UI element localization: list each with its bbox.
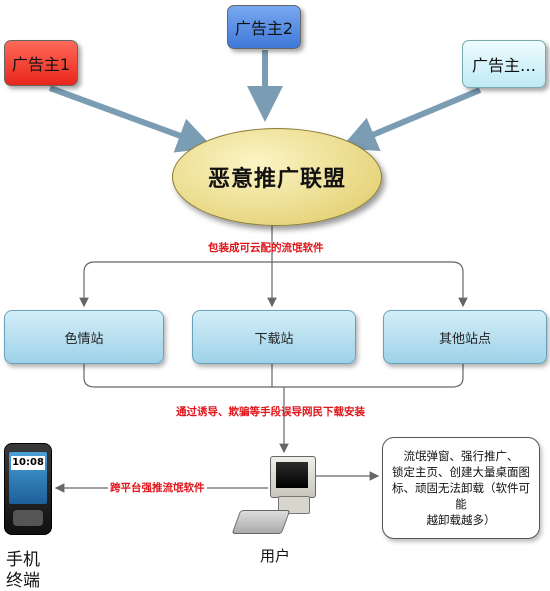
advertiser-3-label: 广告主… bbox=[471, 56, 536, 75]
alliance-label: 恶意推广联盟 bbox=[207, 167, 346, 192]
advertiser-1-box: 广告主1 bbox=[4, 40, 78, 86]
phone-icon: 10:08 bbox=[4, 443, 52, 535]
arrow-adv1-alliance bbox=[48, 85, 214, 153]
note-line-2: 锁定主页、创建大量桌面图 bbox=[392, 465, 530, 479]
site-3-label: 其他站点 bbox=[438, 331, 491, 347]
advertiser-2-box: 广告主2 bbox=[227, 5, 301, 49]
line-from-site1 bbox=[83, 364, 272, 388]
phone-clock: 10:08 bbox=[11, 456, 45, 470]
crossplatform-label: 跨平台强推流氓软件 bbox=[108, 480, 207, 495]
monitor-screen bbox=[276, 462, 308, 488]
induce-label: 通过诱导、欺骗等手段误导网民下载安装 bbox=[176, 406, 365, 418]
site-2-label: 下载站 bbox=[254, 331, 294, 347]
site-box-2: 下载站 bbox=[192, 310, 356, 364]
arrow-adv3-alliance bbox=[340, 87, 482, 152]
site-box-1: 色情站 bbox=[4, 310, 164, 364]
site-1-label: 色情站 bbox=[64, 331, 104, 347]
note-line-1: 流氓弹窗、强行推广、 bbox=[403, 449, 519, 463]
user-label: 用户 bbox=[260, 547, 291, 565]
site-box-3: 其他站点 bbox=[383, 310, 547, 364]
line-to-site3 bbox=[272, 261, 468, 308]
effects-note-box: 流氓弹窗、强行推广、 锁定主页、创建大量桌面图 标、顽固无法卸载（软件可能 越卸… bbox=[382, 437, 540, 539]
advertiser-3-box: 广告主… bbox=[462, 40, 546, 88]
phone-screen: 10:08 bbox=[9, 452, 47, 504]
note-line-4: 越卸载越多） bbox=[426, 513, 496, 527]
advertiser-1-label: 广告主1 bbox=[11, 55, 71, 74]
phone-label-line2: 终端 bbox=[6, 571, 40, 591]
package-label: 包装成可云配的流氓软件 bbox=[208, 242, 324, 254]
computer-monitor-icon bbox=[270, 456, 316, 498]
phone-keypad bbox=[13, 510, 43, 526]
keyboard-icon bbox=[231, 510, 291, 534]
phone-label-line1: 手机 bbox=[6, 550, 40, 570]
computer-base-icon bbox=[278, 496, 310, 514]
note-line-3: 标、顽固无法卸载（软件可能 bbox=[392, 481, 530, 511]
line-from-site3 bbox=[272, 364, 464, 388]
advertiser-2-label: 广告主2 bbox=[234, 19, 294, 38]
alliance-ellipse: 恶意推广联盟 bbox=[172, 128, 382, 226]
line-to-site1 bbox=[79, 261, 272, 308]
